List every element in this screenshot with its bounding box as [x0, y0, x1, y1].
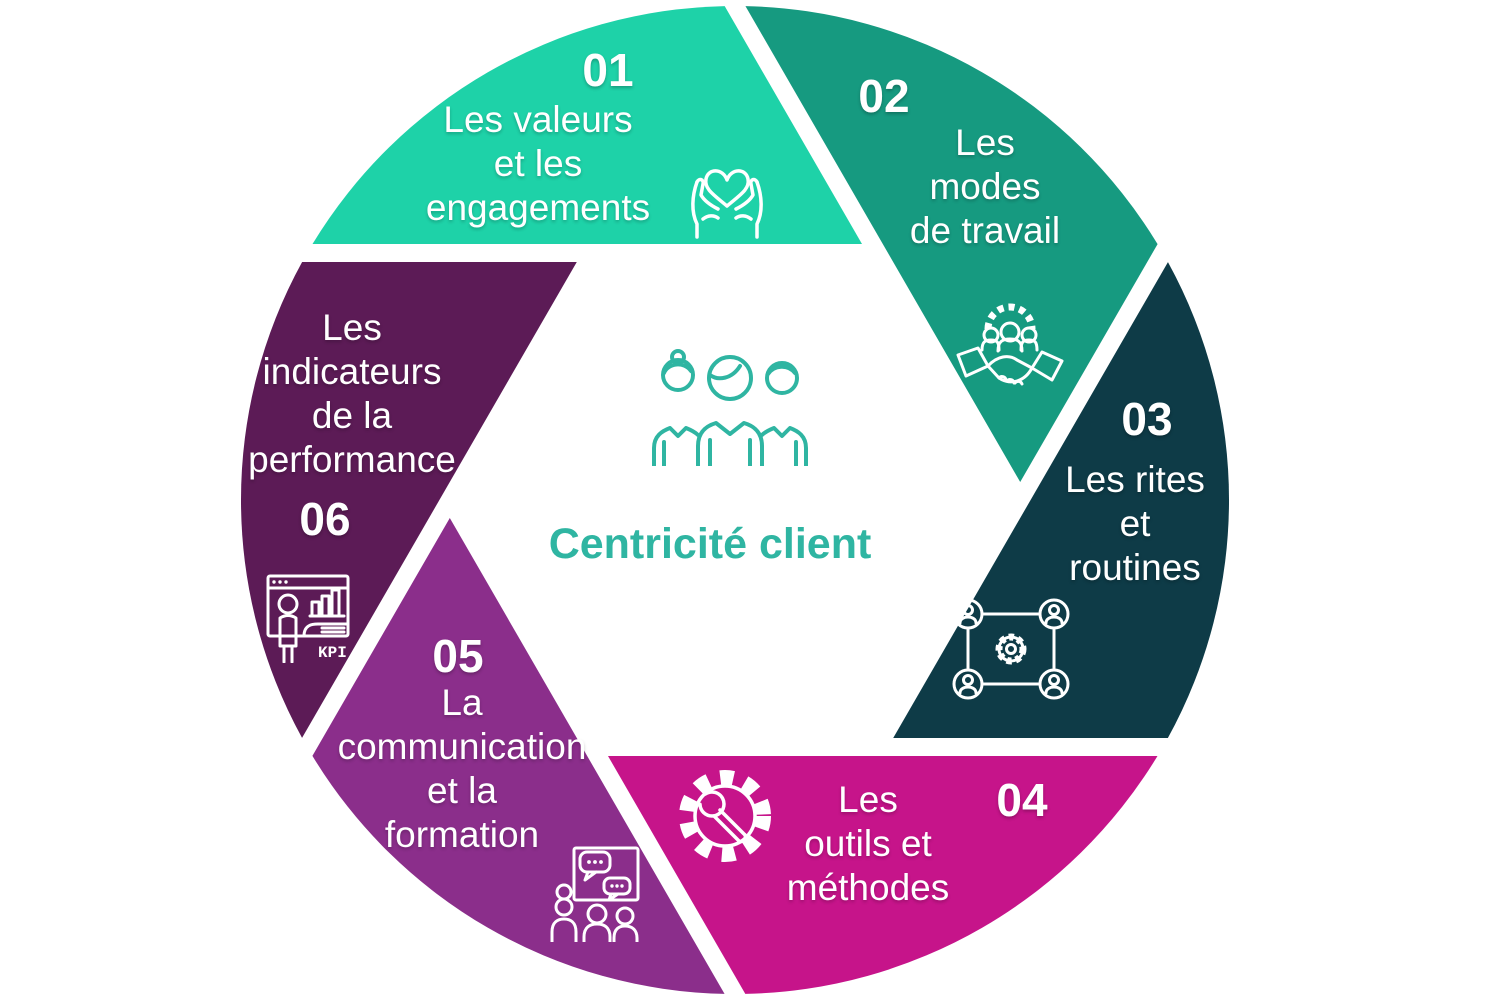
blade-04 — [608, 756, 1158, 994]
kpi-dashboard-icon: KPI — [260, 568, 355, 663]
segment-06-label: Les indicateurs de la performance — [248, 307, 456, 480]
segment-04-number: 04 — [996, 774, 1048, 826]
segment-03-number: 03 — [1121, 393, 1173, 445]
segment-06-number: 06 — [299, 493, 351, 545]
kpi-label: KPI — [318, 644, 347, 662]
segment-04-label: Les outils et méthodes — [786, 779, 950, 908]
segment-05-number: 05 — [432, 630, 484, 682]
segment-03-label: Les rites et routines — [1065, 459, 1205, 588]
segment-01-label: Les valeurs et les engagements — [425, 99, 651, 228]
segment-02-number: 02 — [858, 70, 910, 122]
gear-wrench-icon — [668, 760, 783, 872]
training-presentation-icon — [548, 842, 644, 942]
blade-01 — [312, 6, 862, 244]
segment-01-number: 01 — [582, 44, 634, 96]
blade-06 — [241, 261, 577, 738]
segment-05-label: La communication et la formation — [337, 682, 587, 855]
handshake-collaboration-icon — [955, 303, 1065, 398]
people-network-gear-icon — [950, 594, 1072, 704]
heart-in-hands-icon — [672, 140, 782, 240]
segment-02-label: Les modes de travail — [909, 122, 1061, 251]
blade-05 — [312, 518, 725, 994]
blade-03 — [893, 262, 1229, 739]
center-title: Centricité client — [548, 520, 872, 568]
people-group-icon — [640, 348, 820, 466]
blade-02 — [745, 6, 1158, 482]
